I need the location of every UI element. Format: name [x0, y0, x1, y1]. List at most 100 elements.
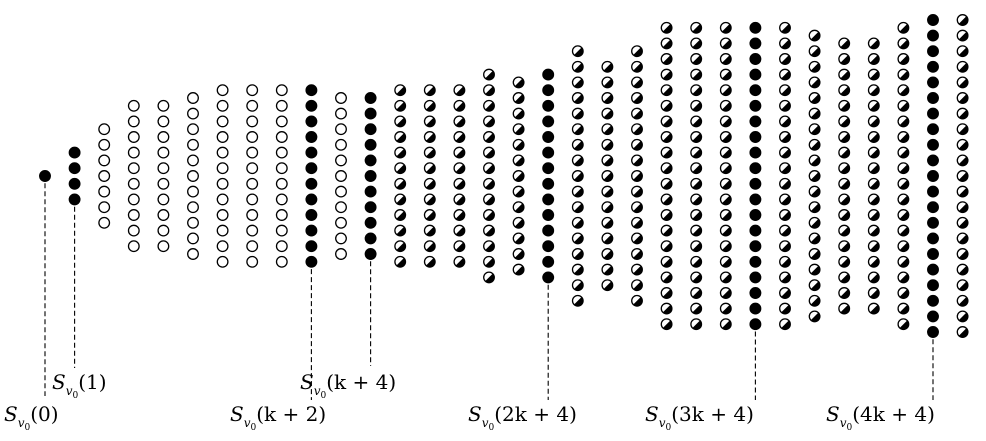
- half-dot-fill: [899, 320, 909, 330]
- half-dot-fill: [455, 148, 465, 158]
- half-dot-fill: [722, 258, 732, 268]
- half-dot-fill: [603, 203, 613, 213]
- half-dot-fill: [958, 187, 968, 197]
- filled-dot: [542, 193, 555, 206]
- hollow-dot: [275, 131, 288, 143]
- half-dot-fill: [396, 226, 406, 236]
- half-dot-fill: [870, 102, 880, 112]
- half-dot-fill: [455, 164, 465, 174]
- half-dot-fill: [781, 86, 791, 96]
- dot-column-14: [453, 84, 466, 268]
- hollow-dot: [187, 216, 199, 229]
- half-dot-fill: [574, 187, 584, 197]
- dot-column-20: [631, 45, 643, 307]
- half-dot-fill: [899, 258, 909, 268]
- hollow-dot: [216, 240, 229, 253]
- hollow-dot: [216, 162, 229, 175]
- half-dot-fill: [810, 265, 820, 275]
- half-dot-fill: [514, 219, 524, 229]
- half-dot-fill: [781, 320, 791, 330]
- half-dot-fill: [722, 289, 732, 299]
- half-dot-fill: [870, 133, 880, 143]
- hollow-dot: [335, 185, 347, 198]
- filled-dot: [749, 53, 762, 65]
- half-dot-fill: [603, 94, 613, 104]
- dot-column-26: [808, 29, 821, 323]
- half-dot-fill: [899, 133, 909, 143]
- filled-dot: [305, 224, 318, 237]
- filled-dot: [749, 37, 762, 50]
- half-dot-fill: [514, 141, 524, 151]
- half-dot-fill: [574, 297, 584, 307]
- hollow-dot: [275, 255, 288, 268]
- half-dot-fill: [781, 289, 791, 299]
- half-dot-fill: [899, 242, 909, 252]
- half-dot-fill: [692, 289, 702, 299]
- dot-column-13: [423, 84, 436, 268]
- half-dot-fill: [781, 304, 791, 314]
- half-dot-fill: [603, 219, 613, 229]
- hollow-dot: [335, 154, 347, 167]
- half-dot-fill: [692, 258, 702, 268]
- hollow-dot: [127, 240, 140, 253]
- filled-dot: [39, 170, 51, 182]
- half-dot-fill: [899, 39, 909, 49]
- dot-column-19: [601, 60, 614, 292]
- half-dot-fill: [485, 242, 495, 252]
- hollow-dot: [157, 209, 170, 221]
- filled-dot: [364, 154, 377, 167]
- half-dot-fill: [870, 55, 880, 65]
- half-dot-fill: [574, 125, 584, 135]
- half-dot-fill: [514, 78, 524, 88]
- half-dot-fill: [870, 242, 880, 252]
- dot-column-25: [779, 21, 791, 331]
- hollow-dot: [335, 232, 347, 245]
- hollow-dot: [335, 107, 347, 120]
- half-dot-fill: [574, 234, 584, 244]
- dot-column-3: [127, 99, 140, 253]
- half-dot-fill: [870, 258, 880, 268]
- half-dot-fill: [958, 234, 968, 244]
- filled-dot: [927, 45, 939, 58]
- filled-dot: [364, 138, 377, 151]
- hollow-dot: [127, 177, 140, 190]
- dot-column-29: [897, 21, 910, 331]
- half-dot-fill: [899, 70, 909, 80]
- half-dot-fill: [485, 148, 495, 158]
- half-dot-fill: [899, 164, 909, 174]
- half-dot-fill: [633, 125, 643, 135]
- half-dot-fill: [722, 164, 732, 174]
- dot-column-4: [157, 99, 170, 253]
- hollow-dot: [187, 92, 199, 104]
- filled-dot: [749, 209, 762, 221]
- half-dot-fill: [840, 211, 850, 221]
- hollow-dot: [335, 248, 347, 260]
- hollow-dot: [246, 193, 259, 206]
- half-dot-fill: [840, 226, 850, 236]
- hollow-dot: [127, 209, 140, 221]
- filled-dot: [364, 201, 377, 214]
- half-dot-fill: [810, 187, 820, 197]
- half-dot-fill: [426, 86, 436, 96]
- hollow-dot: [157, 224, 170, 237]
- filled-dot: [542, 240, 555, 253]
- dot-column-18: [571, 45, 584, 307]
- half-dot-fill: [633, 172, 643, 182]
- hollow-dot: [187, 201, 199, 214]
- half-dot-fill: [781, 195, 791, 205]
- filled-dot: [305, 115, 318, 128]
- half-dot-fill: [426, 211, 436, 221]
- half-dot-fill: [455, 211, 465, 221]
- label-s-v0-4k-plus-4: Sv0(4k + 4): [826, 402, 935, 433]
- half-dot-fill: [396, 211, 406, 221]
- dot-column-30: [927, 14, 939, 338]
- half-dot-fill: [958, 328, 968, 338]
- half-dot-fill: [426, 258, 436, 268]
- label-s-v0-1: Sv0(1): [52, 370, 107, 401]
- half-dot-fill: [810, 281, 820, 291]
- dot-column-0: [39, 170, 51, 182]
- half-dot-fill: [958, 172, 968, 182]
- half-dot-fill: [840, 273, 850, 283]
- half-dot-fill: [870, 195, 880, 205]
- half-dot-fill: [633, 63, 643, 73]
